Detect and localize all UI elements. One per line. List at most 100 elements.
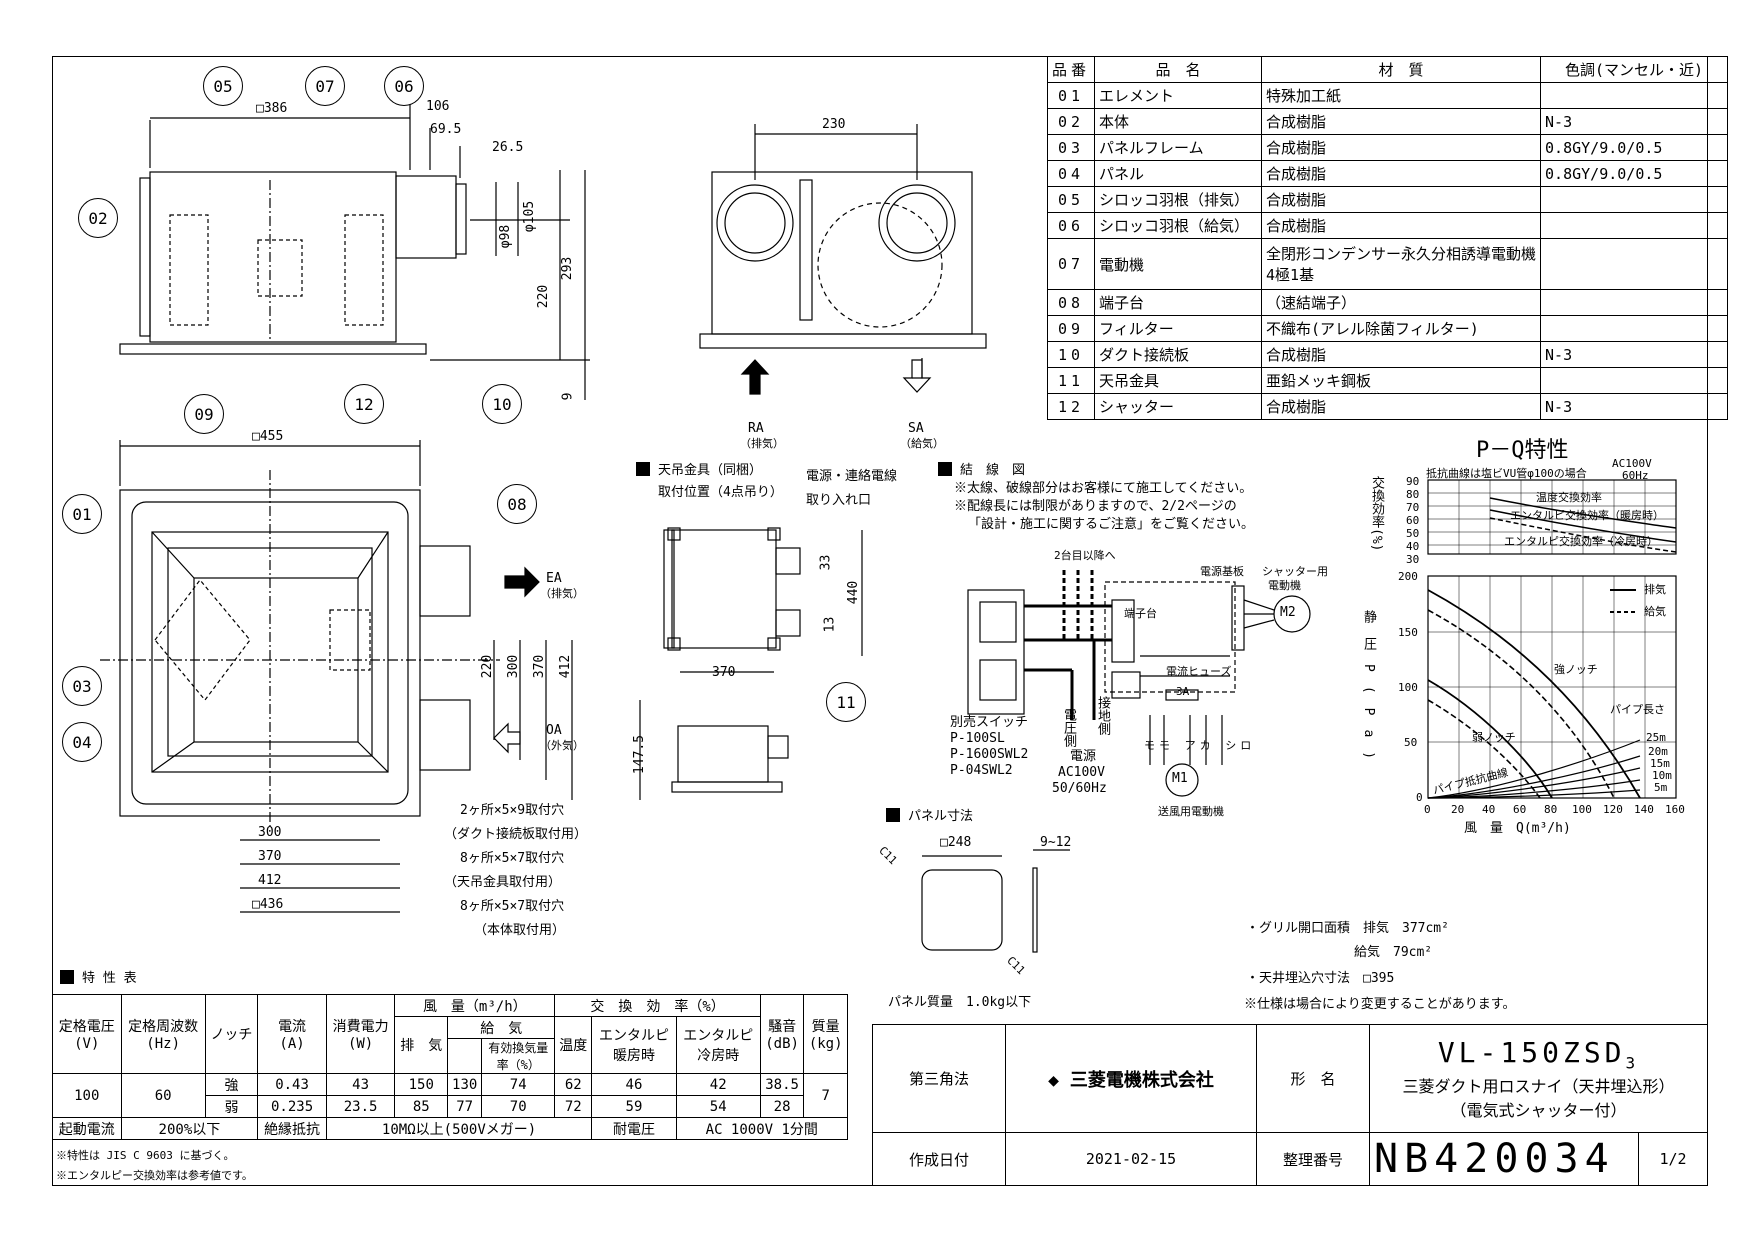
doc-number: NB420034 [1369, 1132, 1639, 1186]
dim-370-v: 370 [532, 654, 548, 679]
part-color [1540, 82, 1729, 109]
part-name: パネル [1094, 160, 1263, 187]
dim-9: 9 [560, 392, 576, 401]
h-exhaust: 排 気 [394, 1016, 449, 1074]
part-material: 合成樹脂 [1261, 393, 1542, 420]
pq-power: AC100V [1612, 457, 1652, 470]
mitsubishi-logo-icon: ◆ [1048, 1069, 1059, 1091]
company-text: 三菱電機株式会社 [1069, 1069, 1214, 1091]
spec-header-row: 定格電圧 (V) 定格周波数 (Hz) ノッチ 電流 (A) 消費電力 (W) … [52, 994, 848, 1074]
spec-eff: 70 [481, 1095, 556, 1118]
part-name: 端子台 [1094, 289, 1263, 316]
ground-side-label: 接地側 [1095, 696, 1110, 735]
insulation-label: 絶縁抵抗 [257, 1117, 327, 1140]
dim-147-5: 147.5 [632, 734, 648, 775]
spec-cool: 42 [675, 1073, 761, 1096]
curve-ent-heat: エンタルピ交換効率（暖房時） [1510, 509, 1664, 522]
second-unit-label: 2台目以降へ [1054, 549, 1116, 562]
spec-eff: 74 [481, 1073, 556, 1096]
page-number: 1/2 [1638, 1132, 1708, 1186]
part-no: 02 [1046, 108, 1096, 135]
part-color [1540, 315, 1729, 342]
shutter-motor-label: シャッター用 [1262, 565, 1328, 578]
power-label: 電源 [1070, 749, 1097, 764]
balloon-05: 05 [203, 66, 243, 106]
x-tick: 60 [1513, 803, 1527, 816]
h-voltage: 定格電圧 (V) [52, 994, 122, 1074]
m1-label: M1 [1172, 771, 1188, 786]
header-no: 品番 [1046, 56, 1096, 83]
legend-supply: 給気 [1644, 605, 1666, 618]
part-color [1540, 289, 1729, 316]
part-no: 01 [1046, 82, 1096, 109]
dim-230: 230 [822, 117, 846, 132]
spec-exhaust: 150 [394, 1073, 449, 1096]
x-tick: 120 [1603, 803, 1623, 816]
dim-33: 33 [818, 554, 834, 571]
title-block: 第三角法 ◆ 三菱電機株式会社 形 名 VL-150ZSD3 三菱ダクト用ロスナ… [872, 1024, 1708, 1186]
curve-weak: 弱ノッチ [1472, 731, 1516, 744]
spec-notch: 弱 [204, 1095, 259, 1118]
wiring-note-1: ※太線、破線部分はお客様にて施工してください。 [954, 481, 1253, 496]
table-row: 起動電流 200%以下 絶縁抵抗 10MΩ以上(500Vメガー) 耐電圧 AC … [52, 1117, 849, 1140]
header-material: 材 質 [1261, 56, 1542, 83]
model-label: 形 名 [1256, 1024, 1370, 1133]
h-mass: 質量 (kg) [803, 994, 848, 1074]
header-color: 色調(マンセル・近) [1540, 56, 1729, 83]
spec-current: 0.43 [257, 1073, 327, 1096]
spec-title-text: 特 性 表 [82, 971, 137, 986]
ceiling-opening: ・天井埋込穴寸法 □395 [1246, 971, 1395, 986]
part-color: N-3 [1540, 393, 1729, 420]
title-row-1: 第三角法 ◆ 三菱電機株式会社 形 名 VL-150ZSD3 三菱ダクト用ロスナ… [872, 1024, 1708, 1133]
curve-ent-cool: エンタルピ交換効率（冷房時） [1504, 535, 1658, 548]
pq-note: 抵抗曲線は塩ビVU管φ100の場合 [1426, 467, 1587, 480]
balloon-03: 03 [62, 666, 102, 706]
part-no: 04 [1046, 160, 1096, 187]
fuse-label: 電流ヒューズ [1166, 665, 1232, 678]
h-ent-heat: エンタルピ 暖房時 [591, 1016, 677, 1074]
fan-motor-label: 送風用電動機 [1158, 805, 1224, 818]
part-name: シャッター [1094, 393, 1263, 420]
p-tick: 150 [1398, 626, 1418, 639]
spec-noise: 38.5 [759, 1073, 805, 1096]
spec-temp: 72 [554, 1095, 593, 1118]
spec-supply: 77 [447, 1095, 483, 1118]
power-hz: 50/60Hz [1052, 781, 1107, 796]
spec-heat: 46 [591, 1073, 677, 1096]
dim-phi98: φ98 [498, 224, 514, 249]
part-no: 09 [1046, 315, 1096, 342]
dim-220-v: 220 [480, 654, 496, 679]
balloon-01: 01 [62, 494, 102, 534]
m2-label: M2 [1280, 605, 1296, 620]
insulation: 10MΩ以上(500Vメガー) [325, 1117, 593, 1140]
dim-370-hanger: 370 [712, 665, 736, 680]
dim-293: 293 [560, 256, 576, 281]
x-tick: 160 [1665, 803, 1685, 816]
h-freq: 定格周波数 (Hz) [120, 994, 206, 1074]
front-view-drawing [699, 124, 987, 395]
spec-voltage: 100 [52, 1073, 122, 1118]
hole-note-6: （本体取付用） [474, 923, 566, 938]
x-tick: 20 [1451, 803, 1465, 816]
power-voltage: AC100V [1058, 765, 1105, 780]
dim-248: □248 [940, 835, 972, 850]
dim-412-h: 412 [258, 873, 282, 888]
model-number: VL-150ZSD3 [1374, 1036, 1703, 1073]
wiring-note-2: ※配線長には制限がありますので、2/2ページの [954, 499, 1237, 514]
spec-noise: 28 [759, 1095, 805, 1118]
ea-sub: （排気） [540, 587, 584, 600]
curve-temp: 温度交換効率 [1536, 491, 1602, 504]
x-tick: 100 [1572, 803, 1592, 816]
lead-label: シロ [1225, 739, 1256, 752]
lead-label: アカ [1184, 739, 1215, 752]
spec-power: 43 [325, 1073, 396, 1096]
ra-label: RA [748, 421, 764, 436]
balloon-10: 10 [482, 384, 522, 424]
part-material: 合成樹脂 [1261, 134, 1542, 161]
eff-tick: 40 [1406, 540, 1420, 553]
cable-entry-1: 電源・連絡電線 [806, 469, 898, 484]
balloon-12: 12 [344, 384, 384, 424]
